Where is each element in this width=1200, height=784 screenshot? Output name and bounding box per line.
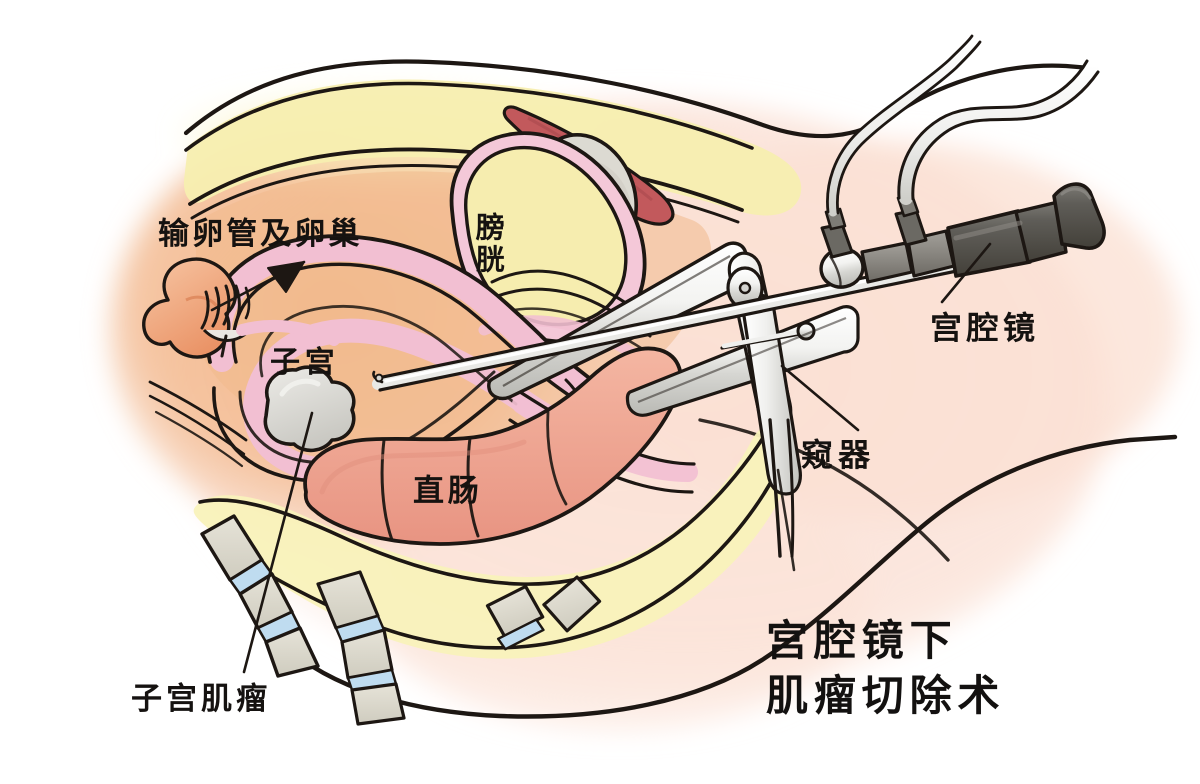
speculum-thumbscrew-rod-fill bbox=[721, 329, 801, 349]
fallopian-tube bbox=[236, 319, 340, 346]
scope-cable-2-outline-a bbox=[897, 59, 1089, 200]
ovary-hilum bbox=[185, 295, 220, 309]
fibroid-group bbox=[263, 365, 356, 453]
groin-crease bbox=[698, 418, 950, 562]
broad-ligament-3 bbox=[154, 410, 244, 468]
rectum-inner-shade bbox=[319, 439, 527, 495]
label-uterus: 子宫 bbox=[270, 345, 340, 380]
body-contour-group bbox=[183, 59, 1178, 719]
scope-tip-lens bbox=[374, 373, 384, 383]
vertebrae-group bbox=[200, 514, 602, 726]
abdominal-muscle-line bbox=[188, 147, 744, 212]
buttock-thigh-outline bbox=[280, 434, 1178, 719]
scope-neck bbox=[1014, 200, 1068, 264]
uterus-wall-outline-inner bbox=[231, 262, 596, 414]
pelvic-floor-outline-upper bbox=[198, 428, 770, 586]
vertebra-3 bbox=[264, 626, 320, 678]
rectum-haustra-1 bbox=[380, 438, 394, 542]
speculum-tip-long-1 bbox=[768, 418, 782, 558]
broad-ligament-1 bbox=[148, 380, 248, 442]
illustration-title: 宫腔镜下 肌瘤切除术 bbox=[766, 614, 1005, 723]
label-hysteroscope: 宫腔镜 bbox=[930, 309, 1040, 347]
body-outline bbox=[183, 59, 1093, 139]
tube-ovary-group bbox=[142, 257, 340, 468]
fimbria-2 bbox=[211, 286, 221, 328]
speculum-group bbox=[487, 241, 860, 572]
leader-hysteroscope bbox=[940, 242, 992, 304]
speculum-pivot-screw bbox=[738, 281, 752, 295]
scope-cable-2-outline-b bbox=[911, 70, 1100, 201]
title-line-2: 肌瘤切除术 bbox=[766, 670, 1006, 720]
label-bladder: 膀胱 bbox=[471, 212, 506, 276]
broad-ligament-2 bbox=[148, 394, 246, 456]
leader-tube-ovary-arrowhead bbox=[267, 261, 305, 293]
label-fibroid: 子宫肌瘤 bbox=[131, 681, 272, 717]
fimbria-1 bbox=[200, 290, 210, 330]
scope-body-highlight bbox=[953, 220, 1023, 241]
leader-speculum bbox=[780, 364, 860, 432]
rectum-haustra-3 bbox=[546, 410, 568, 506]
title-line-1: 宫腔镜下 bbox=[766, 616, 958, 665]
scope-cable-2 bbox=[898, 59, 1099, 205]
label-rectum: 直肠 bbox=[413, 473, 483, 509]
scope-stopcock-ridge bbox=[829, 255, 842, 289]
fimbria-stem bbox=[220, 334, 228, 358]
scope-eyepiece-flange bbox=[1052, 182, 1106, 250]
pelvic-floor-outline-lower bbox=[210, 430, 794, 650]
coccyx-disc bbox=[496, 618, 545, 651]
speculum-tip-long-3 bbox=[776, 468, 796, 572]
hysteroscope-group bbox=[372, 33, 1106, 392]
fimbria-4 bbox=[234, 284, 241, 324]
coccyx-block-2 bbox=[542, 575, 602, 633]
label-tube-ovary: 输卵管及卵巢 bbox=[158, 216, 363, 252]
speculum-tip-long-2 bbox=[786, 418, 795, 558]
rectum-haustra-2 bbox=[466, 436, 480, 538]
pelvic-floor-group bbox=[193, 420, 795, 726]
fimbria-3 bbox=[222, 284, 231, 326]
speculum-upper-blade-edge bbox=[502, 255, 731, 387]
abdominal-skin-line bbox=[184, 81, 754, 152]
fibroid-highlight bbox=[279, 378, 321, 397]
scope-shaft-outline-bottom bbox=[378, 258, 1012, 392]
leader-fibroid bbox=[242, 411, 314, 674]
leader-lines-group bbox=[210, 242, 992, 674]
scope-eyepiece-rim bbox=[1060, 187, 1092, 200]
vertebra-6 bbox=[350, 682, 406, 726]
scope-cable-1-outline-a bbox=[826, 34, 974, 214]
label-speculum: 窥器 bbox=[801, 436, 876, 474]
scope-cable-1-outline-b bbox=[836, 40, 982, 215]
scope-cable-1 bbox=[827, 33, 981, 217]
speculum-lower-blade-edge bbox=[637, 316, 847, 404]
